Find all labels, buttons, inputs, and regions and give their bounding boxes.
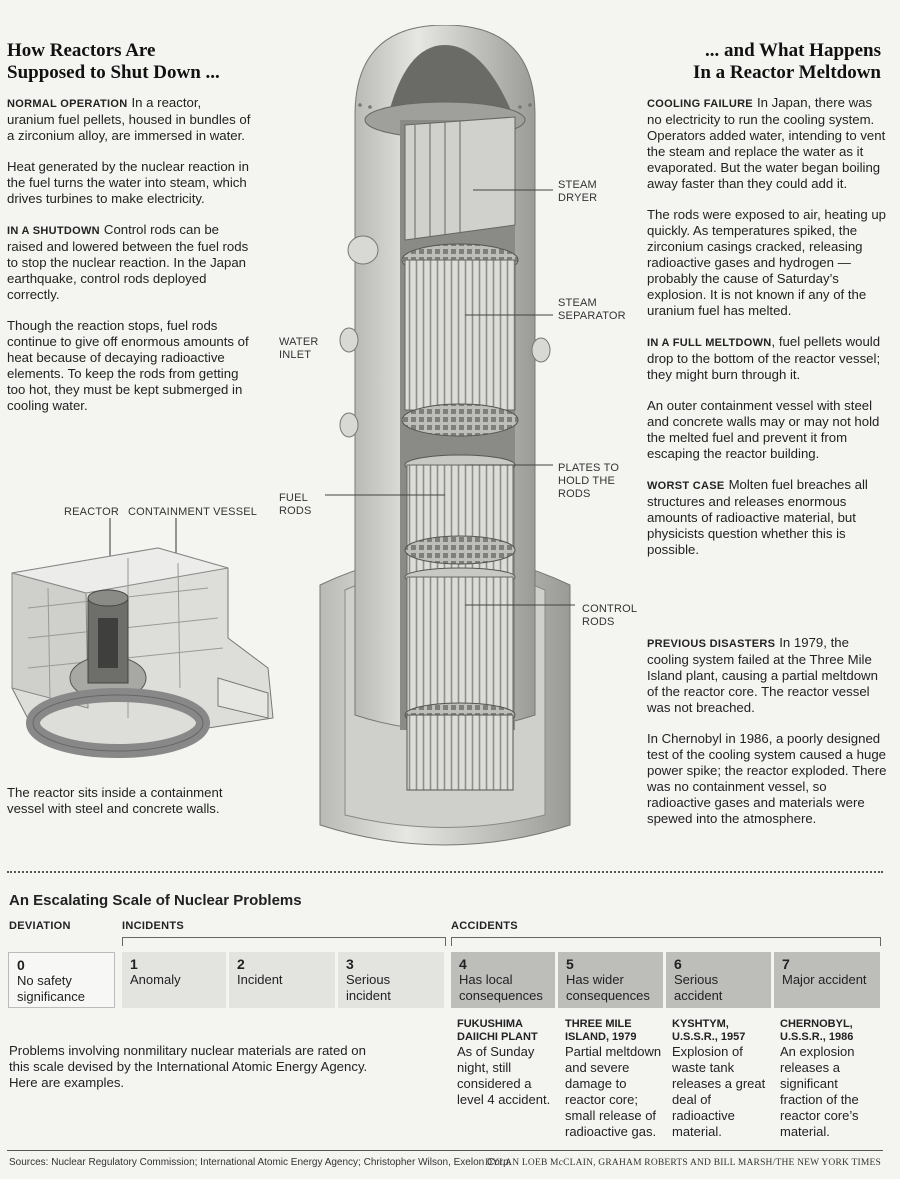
scale-title: An Escalating Scale of Nuclear Problems [9, 892, 302, 909]
example-chernobyl-text: An explosion releases a significant frac… [780, 1044, 859, 1139]
shutdown-kicker: IN A SHUTDOWN [7, 225, 100, 237]
level-4-label: Has local consequences [459, 972, 543, 1003]
level-1-number: 1 [130, 956, 138, 972]
full-meltdown-kicker: IN A FULL MELTDOWN [647, 337, 772, 349]
level-0-cell: 0 No safety significance [8, 952, 115, 1008]
chernobyl-text: In Chernobyl in 1986, a poorly designed … [647, 731, 887, 826]
example-tmi-text: Partial meltdown and severe damage to re… [565, 1044, 662, 1139]
dotted-divider [7, 871, 883, 873]
level-3-label: Serious incident [346, 972, 391, 1003]
level-2-label: Incident [237, 972, 283, 987]
cooling-failure-kicker: COOLING FAILURE [647, 98, 753, 110]
level-7-cell: 7 Major accident [774, 952, 880, 1008]
level-3-cell: 3 Serious incident [338, 952, 444, 1008]
example-fukushima: FUKUSHIMA DAIICHI PLANT As of Sunday nig… [457, 1018, 557, 1108]
normal-operation-kicker: NORMAL OPERATION [7, 98, 128, 110]
level-7-label: Major accident [782, 972, 867, 987]
level-3-number: 3 [346, 956, 354, 972]
previous-disasters-text: In 1979, the cooling system failed at th… [647, 635, 878, 715]
inset-label-reactor: REACTOR [64, 506, 119, 518]
left-headline-line2: Supposed to Shut Down ... [7, 62, 220, 83]
containment-building-illustration [11, 518, 274, 758]
reactor-vessel-illustration [319, 25, 575, 846]
right-headline: ... and What Happens In a Reactor Meltdo… [621, 40, 881, 84]
level-1-cell: 1 Anomaly [122, 952, 226, 1008]
category-deviation: DEVIATION [9, 920, 71, 932]
outer-containment-text: An outer containment vessel with steel a… [647, 398, 880, 461]
level-5-label: Has wider consequences [566, 972, 650, 1003]
right-headline-line2: In a Reactor Meltdown [692, 62, 881, 83]
left-headline-line1: How Reactors Are [7, 40, 156, 61]
example-three-mile-island: THREE MILE ISLAND, 1979 Partial meltdown… [565, 1018, 665, 1140]
footer-rule [7, 1150, 883, 1151]
level-6-label: Serious accident [674, 972, 723, 1003]
worst-case-text: Molten fuel breaches all structures and … [647, 477, 868, 557]
level-5-number: 5 [566, 956, 574, 972]
credit-line: DYLAN LOEB McCLAIN, GRAHAM ROBERTS AND B… [485, 1158, 881, 1168]
level-4-cell: 4 Has local consequences [451, 952, 555, 1008]
scale-description: Problems involving nonmilitary nuclear m… [9, 1043, 368, 1090]
accidents-bracket [451, 937, 881, 946]
level-5-cell: 5 Has wider consequences [558, 952, 663, 1008]
shutdown-text: Control rods can be raised and lowered b… [7, 222, 249, 302]
level-4-number: 4 [459, 956, 467, 972]
level-1-label: Anomaly [130, 972, 181, 987]
category-accidents: ACCIDENTS [451, 920, 518, 932]
decay-text: Though the reaction stops, fuel rods con… [7, 318, 249, 413]
example-chernobyl-heading: CHERNOBYL, U.S.S.R., 1986 [780, 1018, 854, 1043]
rods-exposed-text: The rods were exposed to air, heating up… [647, 207, 886, 318]
heat-text: Heat generated by the nuclear reaction i… [7, 159, 249, 206]
example-kyshtym: KYSHTYM, U.S.S.R., 1957 Explosion of was… [672, 1018, 772, 1140]
worst-case-kicker: WORST CASE [647, 480, 725, 492]
level-2-number: 2 [237, 956, 245, 972]
example-tmi-heading: THREE MILE ISLAND, 1979 [565, 1018, 637, 1043]
example-fukushima-heading: FUKUSHIMA DAIICHI PLANT [457, 1018, 538, 1043]
level-7-number: 7 [782, 956, 790, 972]
previous-disasters-kicker: PREVIOUS DISASTERS [647, 638, 776, 650]
cooling-failure-text: In Japan, there was no electricity to ru… [647, 95, 886, 191]
incidents-bracket [122, 937, 446, 946]
inset-caption: The reactor sits inside a containment ve… [7, 785, 223, 816]
left-headline: How Reactors Are Supposed to Shut Down .… [7, 40, 267, 84]
level-6-cell: 6 Serious accident [666, 952, 771, 1008]
example-kyshtym-heading: KYSHTYM, U.S.S.R., 1957 [672, 1018, 746, 1043]
level-2-cell: 2 Incident [229, 952, 335, 1008]
right-headline-line1: ... and What Happens [705, 40, 881, 61]
sources-line: Sources: Nuclear Regulatory Commission; … [9, 1157, 512, 1168]
level-0-number: 0 [17, 957, 25, 973]
example-fukushima-text: As of Sunday night, still considered a l… [457, 1044, 551, 1107]
level-6-number: 6 [674, 956, 682, 972]
full-meltdown-text: , fuel pellets would drop to the bottom … [647, 334, 881, 382]
category-incidents: INCIDENTS [122, 920, 184, 932]
example-kyshtym-text: Explosion of waste tank releases a great… [672, 1044, 766, 1139]
level-0-label: No safety significance [17, 973, 85, 1004]
example-chernobyl: CHERNOBYL, U.S.S.R., 1986 An explosion r… [780, 1018, 880, 1140]
normal-operation-text: In a reactor, uranium fuel pellets, hous… [7, 95, 251, 143]
inset-label-containment: CONTAINMENT VESSEL [128, 506, 258, 518]
